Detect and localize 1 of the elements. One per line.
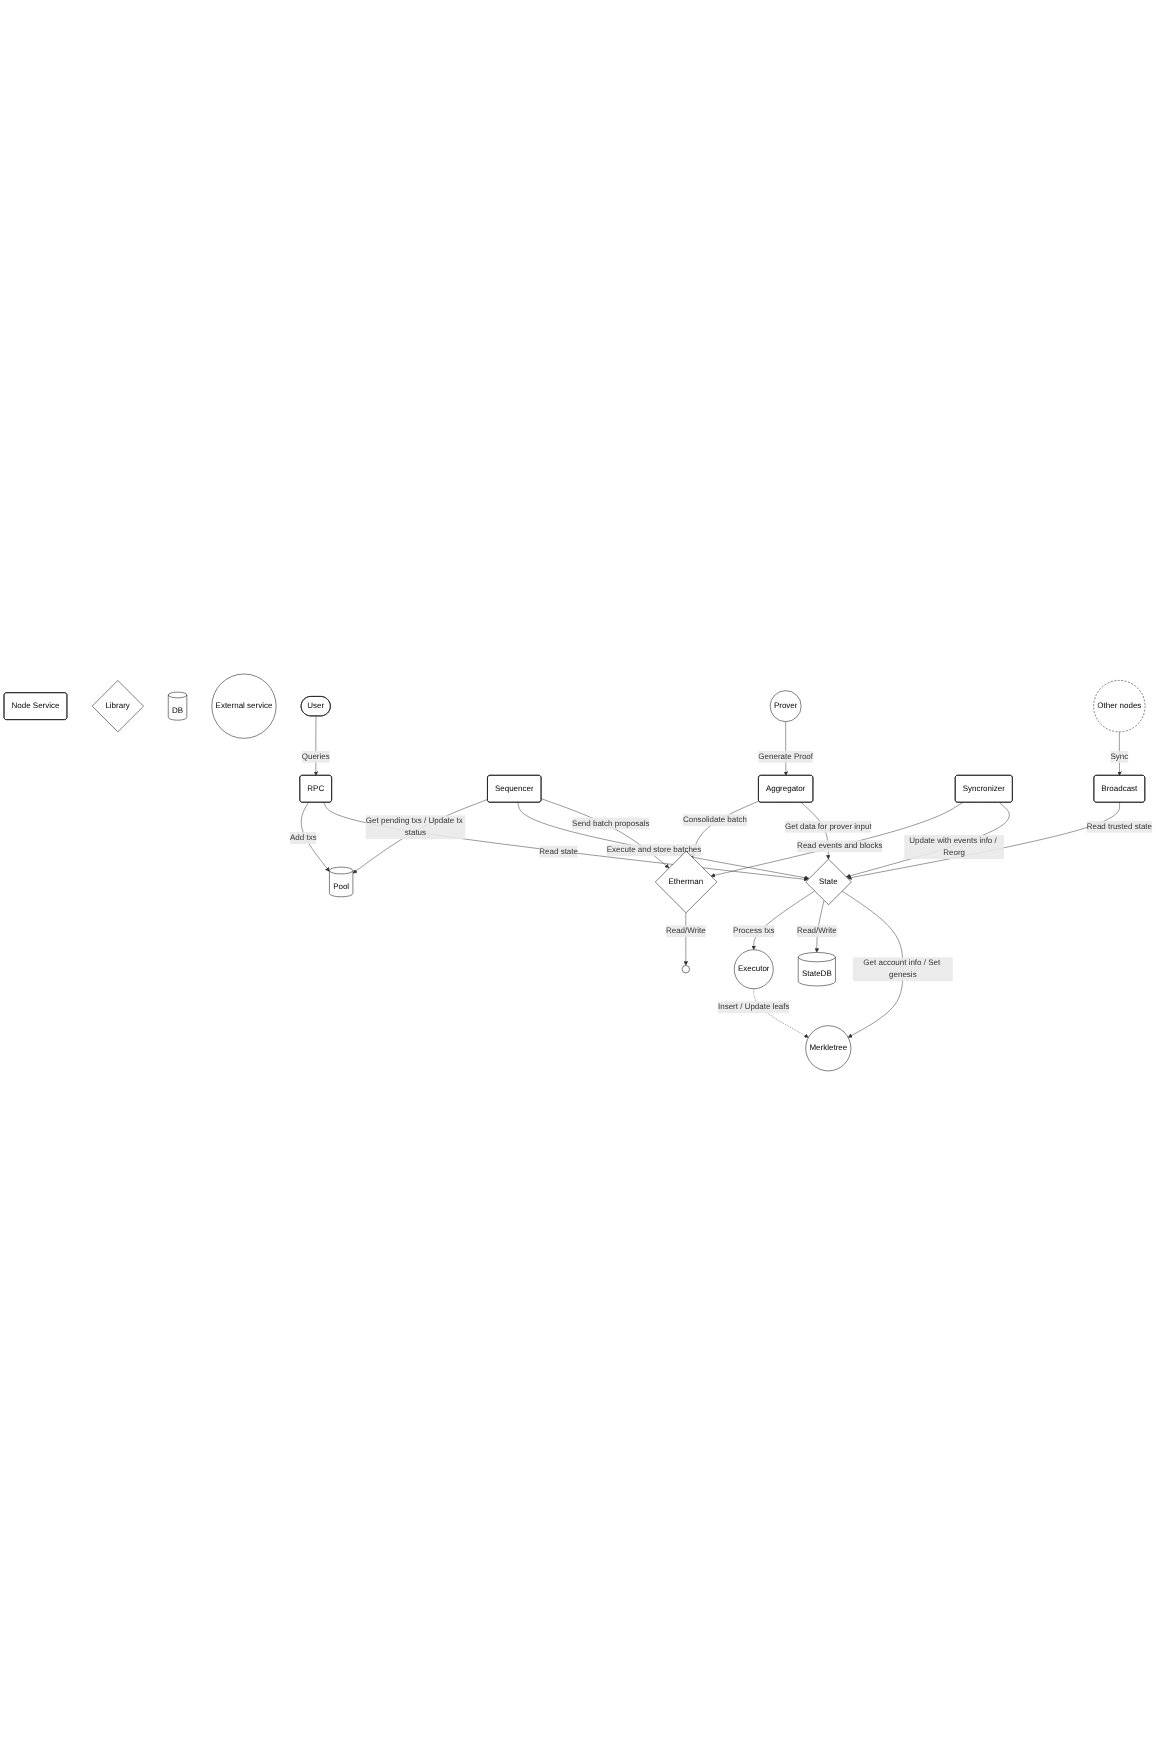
node-circle [681,964,690,973]
